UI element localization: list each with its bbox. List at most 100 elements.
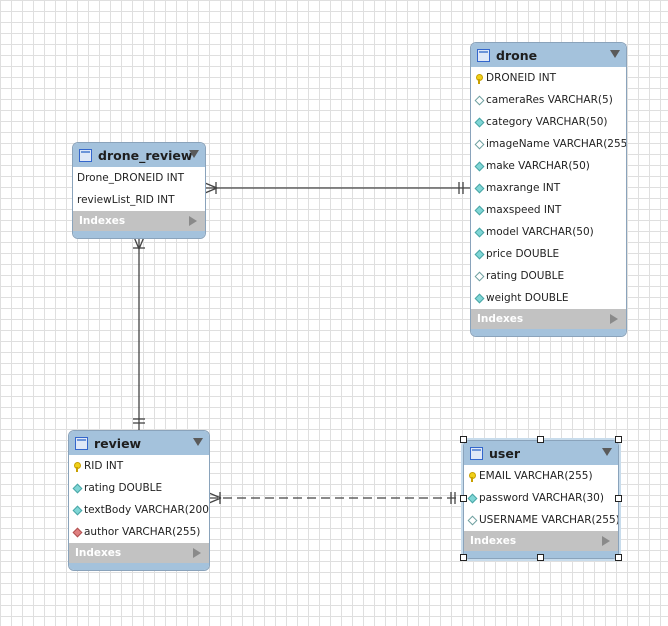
not-null-column-icon (475, 118, 483, 126)
foreign-key-icon (73, 528, 81, 536)
table-header[interactable]: user (464, 441, 618, 465)
table-header[interactable]: drone (471, 43, 626, 67)
table-footer (73, 231, 205, 238)
table-drone[interactable]: drone DRONEID INT cameraRes VARCHAR(5) c… (470, 42, 627, 337)
not-null-column-icon (475, 162, 483, 170)
resize-handle-top-right[interactable] (615, 436, 622, 443)
indexes-section[interactable]: Indexes (471, 309, 626, 329)
resize-handle-top-center[interactable] (537, 436, 544, 443)
column-row[interactable]: cameraRes VARCHAR(5) (471, 89, 626, 111)
column-label: rating DOUBLE (84, 482, 163, 494)
column-row[interactable]: price DOUBLE (471, 243, 626, 265)
resize-handle-top-left[interactable] (460, 436, 467, 443)
column-row[interactable]: rating DOUBLE (69, 477, 209, 499)
nullable-column-icon (475, 140, 483, 148)
column-row[interactable]: EMAIL VARCHAR(255) (464, 465, 618, 487)
not-null-column-icon (475, 294, 483, 302)
indexes-section[interactable]: Indexes (464, 531, 618, 551)
column-label: cameraRes VARCHAR(5) (486, 94, 613, 106)
column-label: maxspeed INT (486, 204, 562, 216)
collapse-arrow-icon[interactable] (610, 50, 620, 58)
column-row[interactable]: Drone_DRONEID INT (73, 167, 205, 189)
indexes-label: Indexes (470, 535, 517, 547)
resize-handle-bottom-right[interactable] (615, 554, 622, 561)
table-icon (470, 446, 483, 460)
not-null-column-icon (475, 184, 483, 192)
table-drone-review[interactable]: drone_review Drone_DRONEID INT reviewLis… (72, 142, 206, 239)
column-label: author VARCHAR(255) (84, 526, 201, 538)
table-icon (75, 436, 88, 450)
relationship-review-user[interactable] (208, 492, 462, 504)
expand-arrow-icon[interactable] (189, 216, 197, 226)
relationship-drone-review-review[interactable] (133, 236, 145, 430)
collapse-arrow-icon[interactable] (602, 448, 612, 456)
column-row[interactable]: author VARCHAR(255) (69, 521, 209, 543)
relationship-drone-review-drone[interactable] (204, 182, 470, 194)
column-label: textBody VARCHAR(200) (84, 504, 210, 516)
not-null-column-icon (73, 484, 81, 492)
table-name: user (489, 445, 520, 461)
column-row[interactable]: maxspeed INT (471, 199, 626, 221)
column-label: USERNAME VARCHAR(255) (479, 514, 619, 526)
column-row[interactable]: maxrange INT (471, 177, 626, 199)
column-row[interactable]: password VARCHAR(30) (464, 487, 618, 509)
column-row[interactable]: imageName VARCHAR(255) (471, 133, 626, 155)
expand-arrow-icon[interactable] (610, 314, 618, 324)
nullable-column-icon (475, 272, 483, 280)
indexes-section[interactable]: Indexes (69, 543, 209, 563)
column-label: Drone_DRONEID INT (77, 172, 184, 184)
resize-handle-bottom-left[interactable] (460, 554, 467, 561)
indexes-label: Indexes (75, 547, 122, 559)
column-label: DRONEID INT (486, 72, 557, 84)
table-name: drone (496, 47, 538, 63)
indexes-label: Indexes (477, 313, 524, 325)
column-row[interactable]: rating DOUBLE (471, 265, 626, 287)
column-label: rating DOUBLE (486, 270, 565, 282)
column-label: imageName VARCHAR(255) (486, 138, 627, 150)
column-row[interactable]: model VARCHAR(50) (471, 221, 626, 243)
column-label: RID INT (84, 460, 124, 472)
primary-key-icon (73, 462, 81, 472)
table-review[interactable]: review RID INT rating DOUBLE textBody VA… (68, 430, 210, 571)
collapse-arrow-icon[interactable] (193, 438, 203, 446)
table-icon (79, 148, 92, 162)
table-header[interactable]: review (69, 431, 209, 455)
column-label: price DOUBLE (486, 248, 560, 260)
column-row[interactable]: DRONEID INT (471, 67, 626, 89)
primary-key-icon (475, 74, 483, 84)
collapse-arrow-icon[interactable] (189, 150, 199, 158)
primary-key-icon (468, 472, 476, 482)
expand-arrow-icon[interactable] (193, 548, 201, 558)
table-icon (477, 48, 490, 62)
indexes-section[interactable]: Indexes (73, 211, 205, 231)
not-null-column-icon (475, 228, 483, 236)
column-label: maxrange INT (486, 182, 561, 194)
column-row[interactable]: category VARCHAR(50) (471, 111, 626, 133)
resize-handle-bottom-center[interactable] (537, 554, 544, 561)
column-label: password VARCHAR(30) (479, 492, 604, 504)
column-label: EMAIL VARCHAR(255) (479, 470, 593, 482)
table-footer (471, 329, 626, 336)
not-null-column-icon (73, 506, 81, 514)
nullable-column-icon (468, 516, 476, 524)
column-label: make VARCHAR(50) (486, 160, 590, 172)
table-name: review (94, 435, 142, 451)
resize-handle-middle-right[interactable] (615, 495, 622, 502)
not-null-column-icon (475, 206, 483, 214)
resize-handle-middle-left[interactable] (460, 495, 467, 502)
table-user[interactable]: user EMAIL VARCHAR(255) password VARCHAR… (461, 438, 621, 561)
column-row[interactable]: reviewList_RID INT (73, 189, 205, 211)
column-row[interactable]: RID INT (69, 455, 209, 477)
column-row[interactable]: weight DOUBLE (471, 287, 626, 309)
indexes-label: Indexes (79, 215, 126, 227)
expand-arrow-icon[interactable] (602, 536, 610, 546)
column-row[interactable]: textBody VARCHAR(200) (69, 499, 209, 521)
not-null-column-icon (468, 494, 476, 502)
table-header[interactable]: drone_review (73, 143, 205, 167)
not-null-column-icon (475, 250, 483, 258)
table-name: drone_review (98, 147, 193, 163)
column-row[interactable]: make VARCHAR(50) (471, 155, 626, 177)
column-row[interactable]: USERNAME VARCHAR(255) (464, 509, 618, 531)
